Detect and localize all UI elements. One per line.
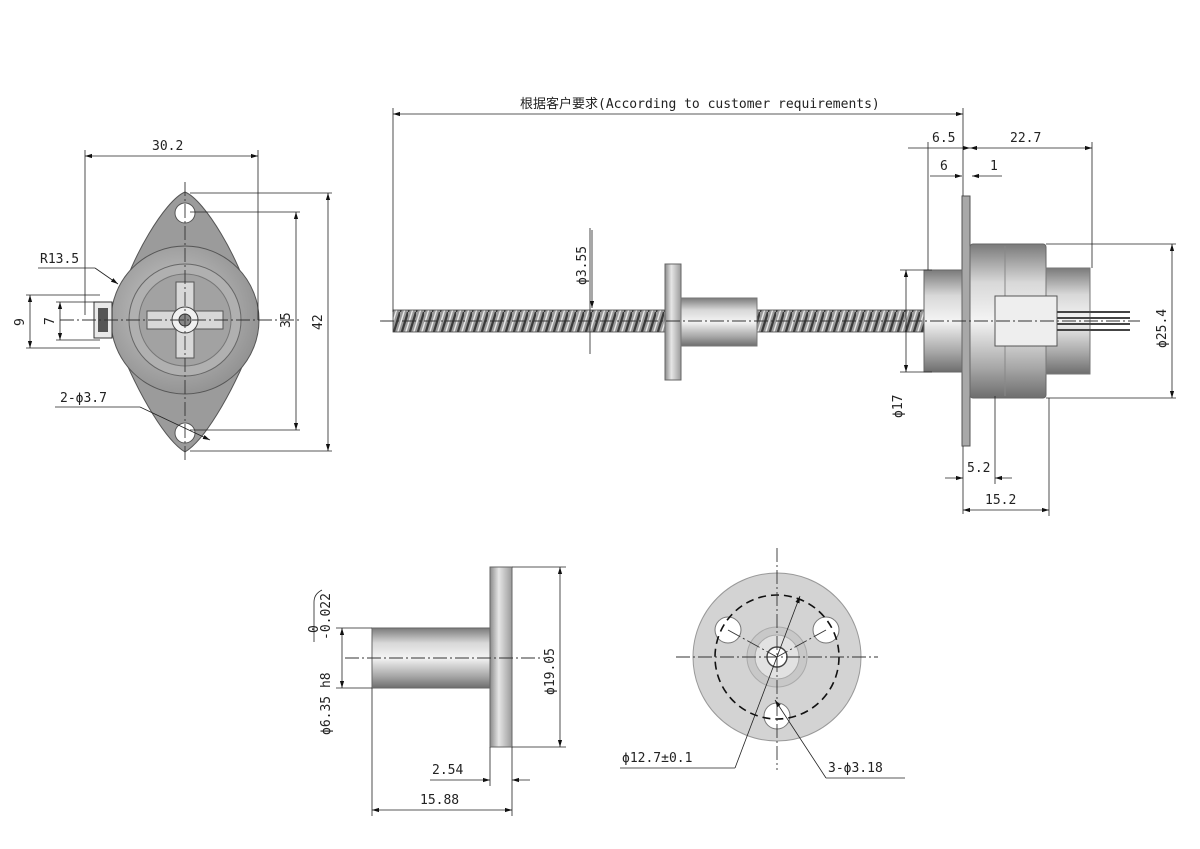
dim-front-holes: 2-ϕ3.7 [60, 391, 107, 406]
dim-front-h7: 7 [43, 317, 58, 325]
dim-side-dia17: ϕ17 [891, 395, 906, 418]
dim-flange-pcd: ϕ12.7±0.1 [622, 751, 692, 766]
side-view: 根据客户要求(According to customer requirement… [380, 96, 1176, 516]
dim-nut-1588: 15.88 [420, 793, 459, 808]
dim-side-152: 15.2 [985, 493, 1016, 508]
dim-screw-length: 根据客户要求(According to customer requirement… [520, 96, 880, 112]
nut-side-view: ϕ6.35 h8 0 -0.022 ϕ19.05 2.54 15.88 [307, 566, 566, 816]
dim-screw-dia: ϕ3.55 [575, 246, 590, 285]
dim-front-h9: 9 [13, 318, 28, 326]
dim-side-1: 1 [990, 159, 998, 174]
dim-nut-dia635: ϕ6.35 h8 [319, 672, 334, 735]
dim-side-52: 5.2 [967, 461, 990, 476]
dim-nut-254: 2.54 [432, 763, 463, 778]
dim-front-h42: 42 [311, 314, 326, 330]
dim-nut-tol-top: 0 [307, 625, 322, 633]
side-nut-body [680, 297, 758, 347]
flange-front-view: ϕ12.7±0.1 3-ϕ3.18 [620, 548, 905, 779]
dim-front-width: 30.2 [152, 139, 183, 154]
dim-flange-holes: 3-ϕ3.18 [828, 761, 883, 776]
dim-front-radius: R13.5 [40, 252, 79, 267]
front-view: 30.2 R13.5 9 7 2-ϕ3.7 35 42 [13, 139, 332, 462]
nut-flange [489, 566, 513, 748]
dim-front-h35: 35 [279, 312, 294, 328]
dim-side-dia254: ϕ25.4 [1155, 309, 1170, 348]
side-nut-flange [664, 263, 682, 381]
dim-side-6: 6 [940, 159, 948, 174]
dim-side-227: 22.7 [1010, 131, 1041, 146]
dim-side-65: 6.5 [932, 131, 955, 146]
dim-nut-tol-bottom: -0.022 [319, 593, 334, 640]
dim-nut-dia1905: ϕ19.05 [543, 648, 558, 695]
